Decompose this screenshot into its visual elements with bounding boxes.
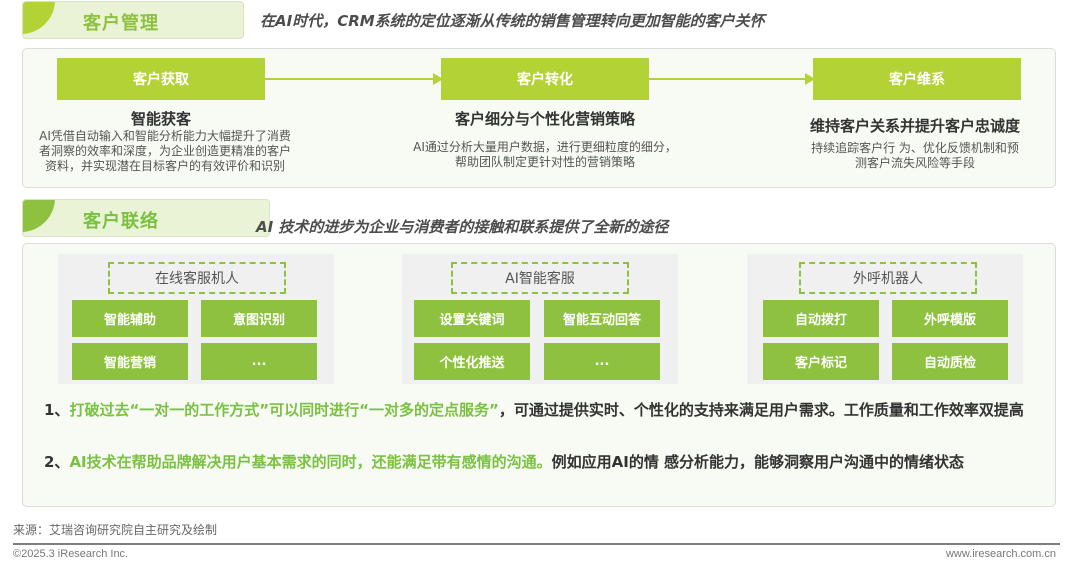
bullet-highlight: 打破过去“一对一的工作方式”可以同时进行“一对多的定点服务” [69,401,499,419]
feature-tile: 智能互动回答 [544,300,660,337]
stage-description: AI凭借自动输入和智能分析能力大幅提升了消费 者洞察的效率和深度，为企业创造更精… [20,129,310,174]
bullet-text: ，可通过提供实时、个性化的支持来满足用户需求。工作质量和工作效率双提高 [498,401,1024,419]
section-subtitle: AI 技术的进步为企业与消费者的接触和联系提供了全新的途径 [256,218,669,236]
feature-tile: 个性化推送 [414,343,530,380]
desc-line: 者洞察的效率和深度，为企业创造更精准的客户 [38,144,291,158]
arrow-right-icon [805,73,815,85]
feature-tile: 自动质检 [892,343,1008,380]
bot-group-ai-service: AI智能客服 设置关键词 智能互动回答 个性化推送 ... [402,254,678,384]
desc-line: 测客户流失风险等手段 [854,156,975,170]
feature-tile: 意图识别 [201,300,317,337]
copyright: ©2025.3 iResearch Inc. [13,548,129,560]
desc-line: 持续追踪客户行 为、优化反馈机制和预 [811,141,1019,155]
feature-tile: 智能辅助 [72,300,188,337]
section-title: 客户联络 [83,211,159,232]
footer-divider [13,543,1060,545]
bullet-point-2: 2、AI技术在帮助品牌解决用户基本需求的同时，还能满足带有感情的沟通。例如应用A… [44,451,1044,473]
bot-group-outbound-call: 外呼机器人 自动拨打 外呼模版 客户标记 自动质检 [747,254,1023,384]
feature-tile: 设置关键词 [414,300,530,337]
desc-line: 帮助团队制定更针对性的营销策略 [454,155,635,169]
leaf-icon [23,200,55,232]
bullet-highlight: AI技术在帮助品牌解决用户基本需求的同时，还能满足带有感情的沟通。 [69,453,552,471]
bullet-number: 1、 [44,401,70,419]
arrow-right-icon [433,73,443,85]
stage-box-retention: 客户维系 [813,58,1021,100]
leaf-icon [23,2,55,34]
desc-line: 资料，并实现潜在目标客户的有效评价和识别 [44,159,285,173]
section-subtitle: 在AI时代，CRM系统的定位逐渐从传统的销售管理转向更加智能的客户关怀 [260,12,765,30]
bot-group-title: 外呼机器人 [799,262,977,294]
website-link[interactable]: www.iresearch.com.cn [945,548,1056,560]
bullet-text: 例如应用AI的情 感分析能力，能够洞察用户沟通中的情绪状态 [551,453,965,471]
stage-heading: 客户细分与个性化营销策略 [454,110,635,128]
desc-line: AI通过分析大量用户数据，进行更细粒度的细分， [413,140,677,154]
arrow-connector [265,78,440,80]
section-title: 客户管理 [83,13,159,34]
bot-group-title: AI智能客服 [451,262,629,294]
stage-description: 持续追踪客户行 为、优化反馈机制和预 测客户流失风险等手段 [770,141,1060,171]
stage-heading: 智能获客 [130,110,191,128]
arrow-connector [649,78,812,80]
stage-box-acquisition: 客户获取 [57,58,265,100]
stage-description: AI通过分析大量用户数据，进行更细粒度的细分， 帮助团队制定更针对性的营销策略 [380,140,710,170]
feature-tile: ... [544,343,660,380]
desc-line: AI凭借自动输入和智能分析能力大幅提升了消费 [39,129,291,143]
feature-tile: 自动拨打 [763,300,879,337]
feature-tile: 客户标记 [763,343,879,380]
section-header-customer-contact: 客户联络 [22,199,270,237]
section-header-customer-management: 客户管理 [22,1,244,39]
bot-group-title: 在线客服机人 [108,262,286,294]
source-note: 来源：艾瑞咨询研究院自主研究及绘制 [13,523,218,537]
stage-heading: 维持客户关系并提升客户忠诚度 [809,117,1020,135]
bot-group-online-service: 在线客服机人 智能辅助 意图识别 智能营销 ... [58,254,334,384]
feature-tile: 智能营销 [72,343,188,380]
feature-tile: ... [201,343,317,380]
stage-box-conversion: 客户转化 [441,58,649,100]
bullet-number: 2、 [44,453,70,471]
bullet-point-1: 1、打破过去“一对一的工作方式”可以同时进行“一对多的定点服务”，可通过提供实时… [44,399,1044,421]
feature-tile: 外呼模版 [892,300,1008,337]
